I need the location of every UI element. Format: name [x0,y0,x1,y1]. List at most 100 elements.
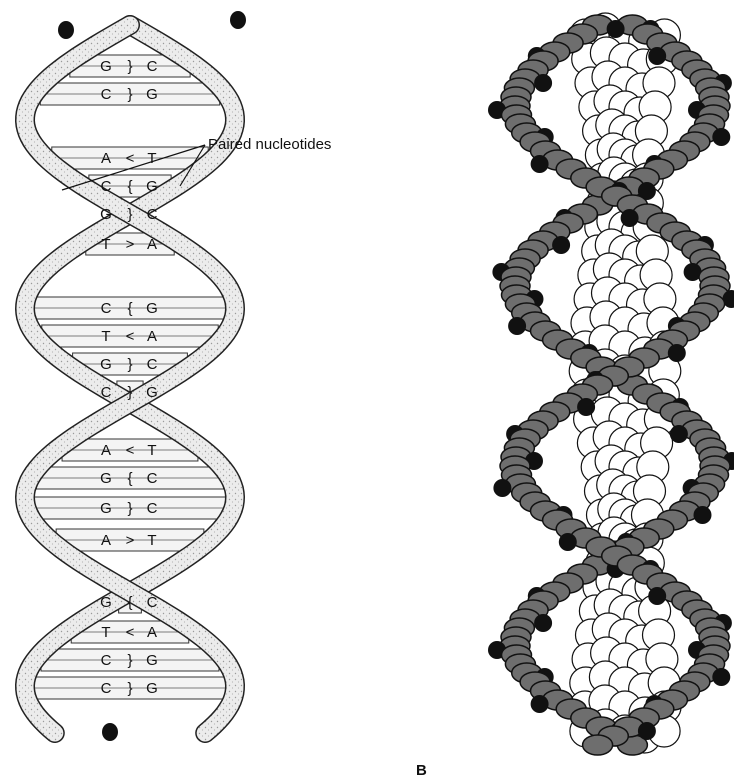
base-pair-right: G [146,178,158,195]
base-pair: T < A [101,624,157,641]
base-pair-right: C [147,594,158,611]
backbone-segment [583,735,613,755]
base-pair-bond: < [126,442,135,459]
base-pair: A < T [101,442,157,459]
base-pair-right: T [147,150,156,167]
phosphate-oxygen-atom [534,614,552,632]
base-pair-left: G [100,58,112,75]
base-pair-left: A [101,442,111,459]
base-pair: T > A [101,236,157,253]
base-pair-bond: > [126,532,135,549]
base-pair-right: C [147,500,158,517]
space-filling-model: B [416,13,734,778]
base-pair: C} G [101,680,158,697]
phosphate-oxygen-atom [621,209,639,227]
base-pair-right: G [146,680,158,697]
base-pair-left: G [100,594,112,611]
base-pair-right: G [146,86,158,103]
base-pair-bond: < [126,624,135,641]
base-pair-bond: } [127,86,132,103]
phosphate-oxygen-atom [670,425,688,443]
base-pair-left: G [100,356,112,373]
base-pair-right: G [146,300,158,317]
base-pair: G} C [100,58,157,75]
base-pair: G { C [100,594,157,611]
callout-label: Paired nucleotides [208,136,331,153]
base-pair: C { G [101,300,158,317]
phosphate-oxygen-atom [559,533,577,551]
double-helix-schematic: G}CC}GA<TC{GG}CT>AC{GT<AG}CC}GA<TG{CG}CA… [25,11,331,741]
base-pair-left: A [101,532,111,549]
base-pair-right: C [147,470,158,487]
base-pair-right: T [147,532,156,549]
base-pair-bond: } [127,500,132,517]
phosphate-oxygen-atom [712,668,730,686]
base-pair-left: C [101,384,112,401]
phosphate-oxygen-atom [534,74,552,92]
base-pair-bond: } [127,652,132,669]
phosphate-oxygen-atom [712,128,730,146]
phosphate-oxygen-atom [694,506,712,524]
base-pair: T < A [101,328,157,345]
phosphate-oxygen-atom [648,587,666,605]
base-pair-bond: { [127,470,132,487]
phosphate-oxygen-atom [531,155,549,173]
strand-end-cap [102,723,118,741]
base-pair-left: A [101,150,111,167]
phosphate-oxygen-atom [607,20,625,38]
base-pair-left: G [100,206,112,223]
base-pair-bond: < [126,150,135,167]
phosphate-oxygen-atom [577,398,595,416]
base-pair: G} C [100,356,157,373]
base-pair: C} G [101,652,158,669]
base-pair-right: G [146,652,158,669]
phosphate-oxygen-atom [493,479,511,497]
base-pair-left: C [101,300,112,317]
base-pair-left: T [101,328,110,345]
phosphate-oxygen-atom [648,47,666,65]
base-pair-bond: { [127,300,132,317]
base-pair-left: C [101,680,112,697]
base-pair-right: C [147,356,158,373]
strand-end-cap [58,21,74,39]
base-pair-bond: { [127,594,132,611]
base-pair-left: G [100,470,112,487]
base-pair-right: A [147,624,157,641]
base-pair-right: A [147,236,157,253]
base-pair: C} G [101,384,158,401]
panel-label-b: B [416,762,427,778]
base-pair-bond: } [127,356,132,373]
base-pair-left: T [101,236,110,253]
strand-end-cap [230,11,246,29]
phosphate-oxygen-atom [552,236,570,254]
base-pair-right: T [147,442,156,459]
base-pair-right: A [147,328,157,345]
base-pair-bond: { [127,178,132,195]
base-pair-bond: } [127,206,132,223]
phosphate-oxygen-atom [531,695,549,713]
base-pair-bond: > [126,236,135,253]
base-pair-right: C [147,58,158,75]
base-pair-labels: G}CC}GA<TC{GG}CT>AC{GT<AG}CC}GA<TG{CG}CA… [100,58,158,697]
base-pair-bond: < [126,328,135,345]
base-pair-left: T [101,624,110,641]
base-pair: G} C [100,206,157,223]
base-pair-right: G [146,384,158,401]
base-pair: A < T [101,150,157,167]
base-pair-bond: } [127,384,132,401]
base-pair-left: G [100,500,112,517]
base-pair-bond: } [127,58,132,75]
base-pair-left: C [101,86,112,103]
base-pair: A > T [101,532,157,549]
base-pair: C{G [101,178,158,195]
phosphate-oxygen-atom [508,317,526,335]
base-pair: G { C [100,470,157,487]
base-pair-bond: } [127,680,132,697]
base-pair: G} C [100,500,157,517]
base-pair: C} G [101,86,158,103]
phosphate-oxygen-atom [668,344,686,362]
base-pair-right: C [147,206,158,223]
base-pair-left: C [101,652,112,669]
phosphate-oxygen-atom [638,722,656,740]
